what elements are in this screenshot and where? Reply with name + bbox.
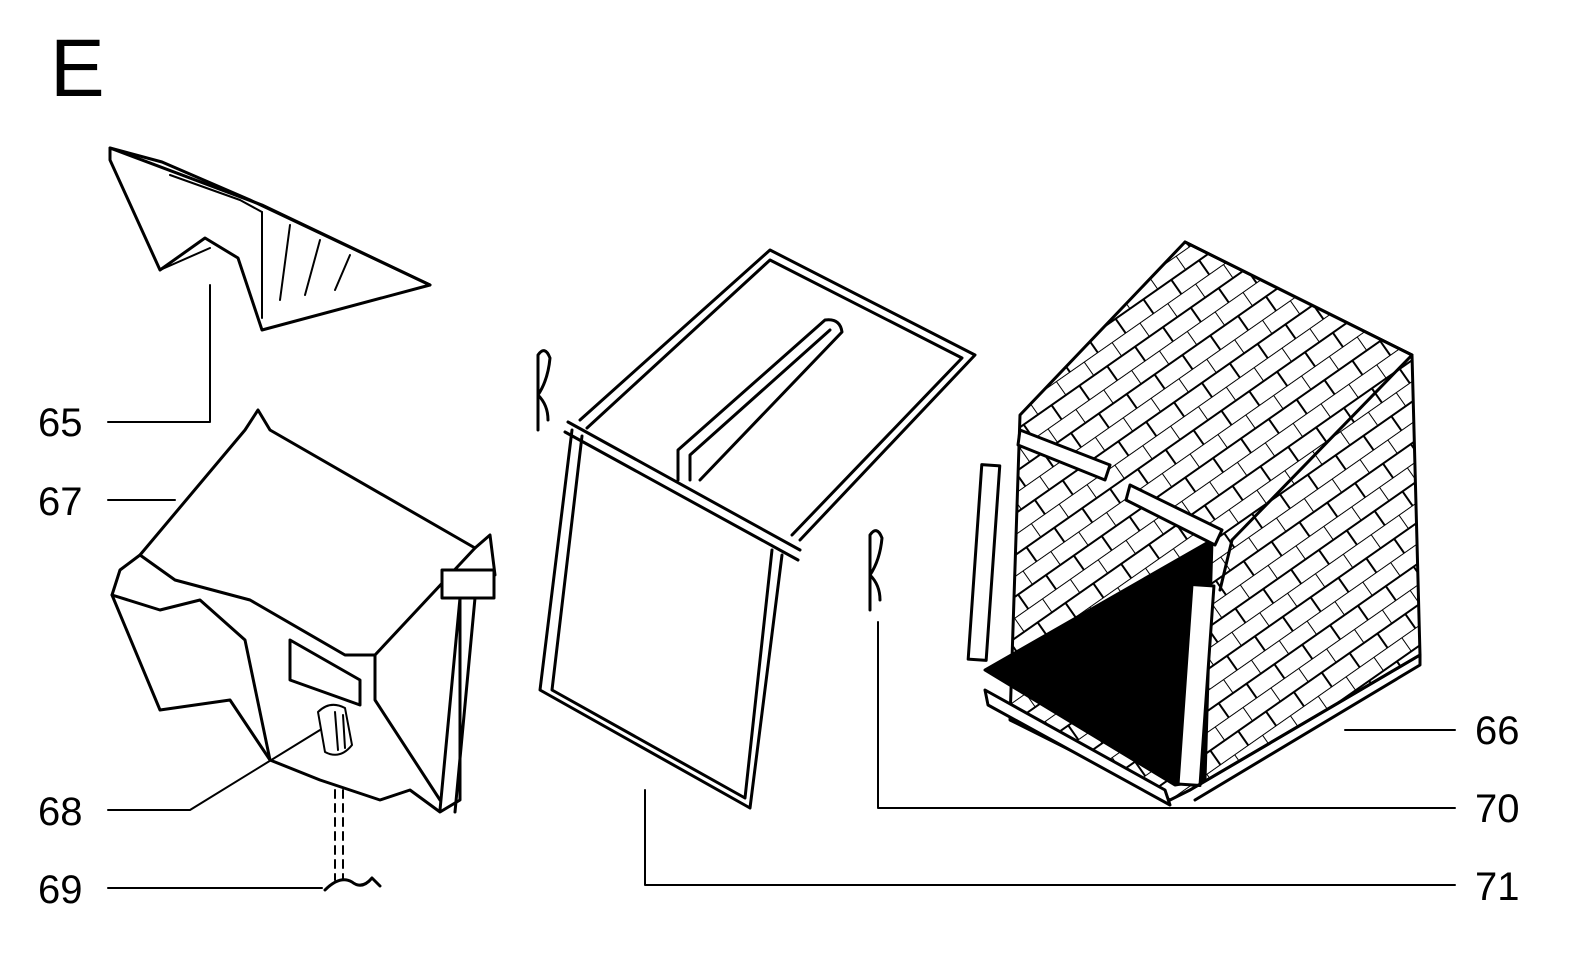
hair-pin-left [536, 349, 552, 432]
callout-68: 68 [38, 790, 83, 834]
callout-69: 69 [38, 868, 83, 912]
callout-71: 71 [1475, 865, 1520, 909]
part-69-clip [323, 789, 382, 892]
callout-66: 66 [1475, 709, 1520, 753]
part-67-housing [110, 408, 497, 814]
callout-70: 70 [1475, 787, 1520, 831]
part-65-cover [108, 146, 432, 332]
leader-lines [107, 284, 1456, 889]
callout-67: 67 [38, 480, 83, 524]
leader-71 [644, 789, 1456, 886]
callout-65: 65 [38, 401, 83, 445]
part-71-frame [538, 248, 977, 810]
hair-pin-right [868, 529, 884, 612]
leader-65 [107, 284, 211, 423]
part-66-bag [966, 240, 1422, 807]
leader-70 [877, 621, 1456, 809]
section-letter: E [50, 23, 105, 114]
leader-68 [107, 729, 321, 811]
